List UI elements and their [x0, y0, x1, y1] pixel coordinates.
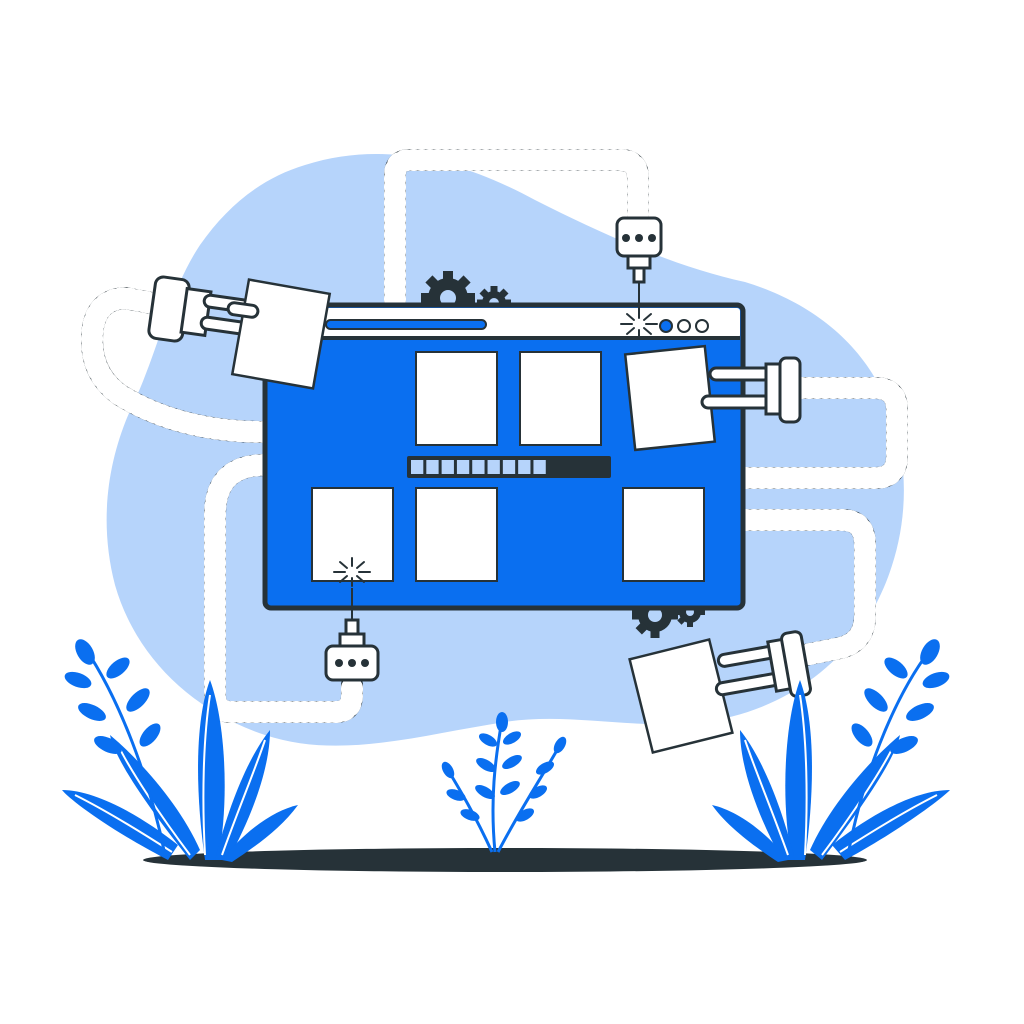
plug-connector-bottom — [324, 588, 380, 682]
progress-segment — [411, 460, 424, 474]
progress-segment — [426, 460, 439, 474]
progress-segment — [472, 460, 485, 474]
address-bar — [325, 319, 487, 330]
browser-window — [262, 302, 746, 611]
content-card — [519, 351, 602, 446]
spark-icon — [333, 557, 371, 587]
gripper-connector-right-bottom — [714, 630, 812, 698]
plant-left — [62, 639, 298, 862]
progress-segment — [533, 460, 546, 474]
window-control-dot — [695, 319, 709, 333]
plug-connector-top — [615, 216, 663, 312]
gripper-connector-right-top — [700, 356, 802, 424]
progress-segment — [456, 460, 470, 474]
corrugated-cables — [81, 149, 908, 723]
content-card — [415, 351, 498, 446]
held-card-left — [230, 278, 332, 390]
content-card — [622, 487, 705, 582]
content-card — [415, 487, 498, 582]
progress-segment — [518, 460, 531, 474]
window-control-dot-blue — [659, 319, 673, 333]
spark-icon — [620, 309, 658, 339]
progress-segment — [487, 460, 500, 474]
progress-segment — [502, 460, 516, 474]
gripper-connector-left — [147, 275, 258, 343]
progress-segment — [441, 460, 454, 474]
content-card — [311, 487, 394, 582]
progress-bar-segments — [411, 460, 546, 474]
ground-shadow — [143, 848, 867, 872]
held-card-right-top — [623, 344, 717, 452]
browser-titlebar — [268, 308, 740, 338]
plant-right — [712, 639, 950, 862]
window-control-dot — [677, 319, 691, 333]
plant-center — [441, 712, 567, 853]
